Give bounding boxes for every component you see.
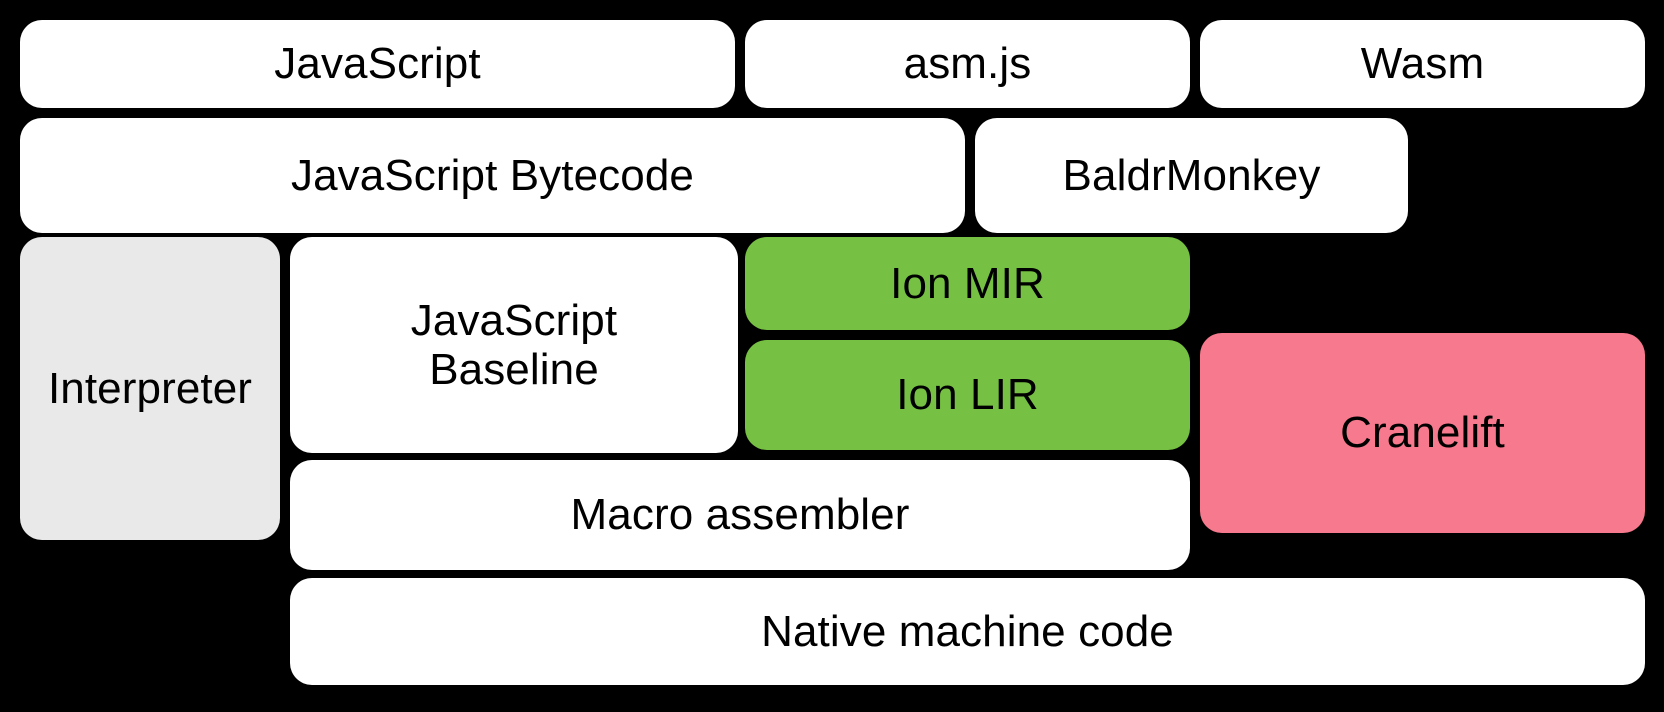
node-interpreter: Interpreter [20,237,280,540]
node-macro-assembler: Macro assembler [290,460,1190,570]
node-wasm: Wasm [1200,20,1645,108]
node-native-machine-code: Native machine code [290,578,1645,685]
node-javascript-bytecode: JavaScript Bytecode [20,118,965,233]
node-javascript: JavaScript [20,20,735,108]
node-javascript-baseline: JavaScript Baseline [290,237,738,453]
node-ion-mir: Ion MIR [745,237,1190,330]
node-cranelift: Cranelift [1200,333,1645,533]
node-ion-lir: Ion LIR [745,340,1190,450]
node-asmjs: asm.js [745,20,1190,108]
node-baldrmonkey: BaldrMonkey [975,118,1408,233]
